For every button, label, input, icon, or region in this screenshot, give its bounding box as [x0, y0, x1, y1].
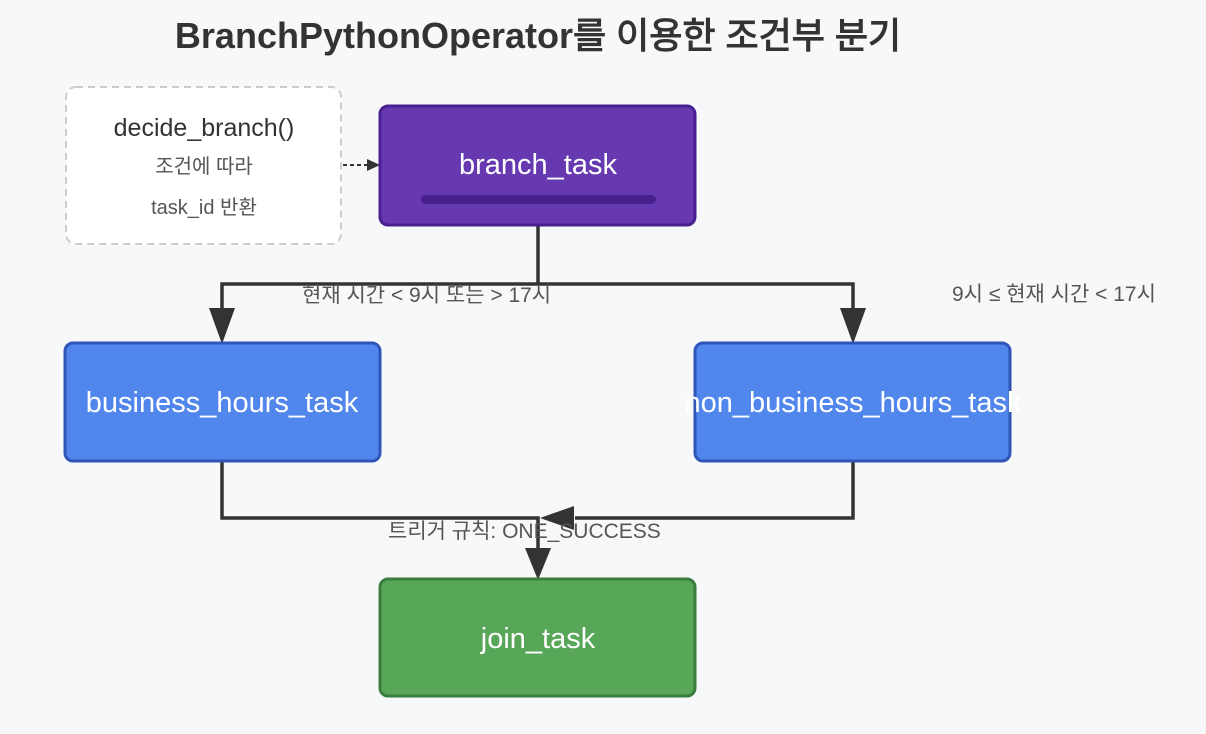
branch-task-underline — [421, 195, 656, 204]
edge-branch-to-non-business-arrowhead — [840, 308, 866, 344]
edge-non-business-to-join-arrowhead — [540, 506, 574, 530]
diagram-title: BranchPythonOperator를 이용한 조건부 분기 — [175, 15, 901, 56]
join-task-node[interactable]: join_task — [378, 577, 697, 698]
business-hours-task-label: business_hours_task — [86, 387, 359, 419]
edge-branch-to-non-business — [538, 282, 855, 312]
edge-non-business-to-join — [575, 461, 855, 520]
note-line-1: 조건에 따라 — [155, 155, 253, 178]
join-task-label: join_task — [480, 623, 596, 655]
edge-label-to-business: 현재 시간 < 9시 또는 > 17시 — [302, 284, 551, 307]
branch-task-label: branch_task — [459, 149, 617, 181]
note-connector-arrowhead — [367, 159, 380, 171]
note-line-2: task_id 반환 — [151, 196, 257, 219]
edge-branch-to-business — [220, 225, 540, 312]
edge-business-to-join — [220, 461, 540, 550]
decide-branch-note: decide_branch() 조건에 따라 task_id 반환 — [65, 86, 342, 245]
business-hours-task-node[interactable]: business_hours_task — [63, 341, 382, 463]
edge-business-to-join-arrowhead — [525, 548, 551, 580]
edge-branch-to-business-arrowhead — [209, 308, 235, 344]
branch-task-node[interactable]: branch_task — [378, 104, 697, 227]
note-title: decide_branch() — [114, 114, 295, 142]
edges — [209, 225, 866, 580]
non-business-hours-task-label: non_business_hours_task — [685, 387, 1022, 419]
edge-label-to-non-business: 9시 ≤ 현재 시간 < 17시 — [952, 283, 1156, 306]
non-business-hours-task-node[interactable]: non_business_hours_task — [685, 341, 1022, 463]
edge-label-trigger-rule: 트리거 규칙: ONE_SUCCESS — [388, 520, 661, 543]
